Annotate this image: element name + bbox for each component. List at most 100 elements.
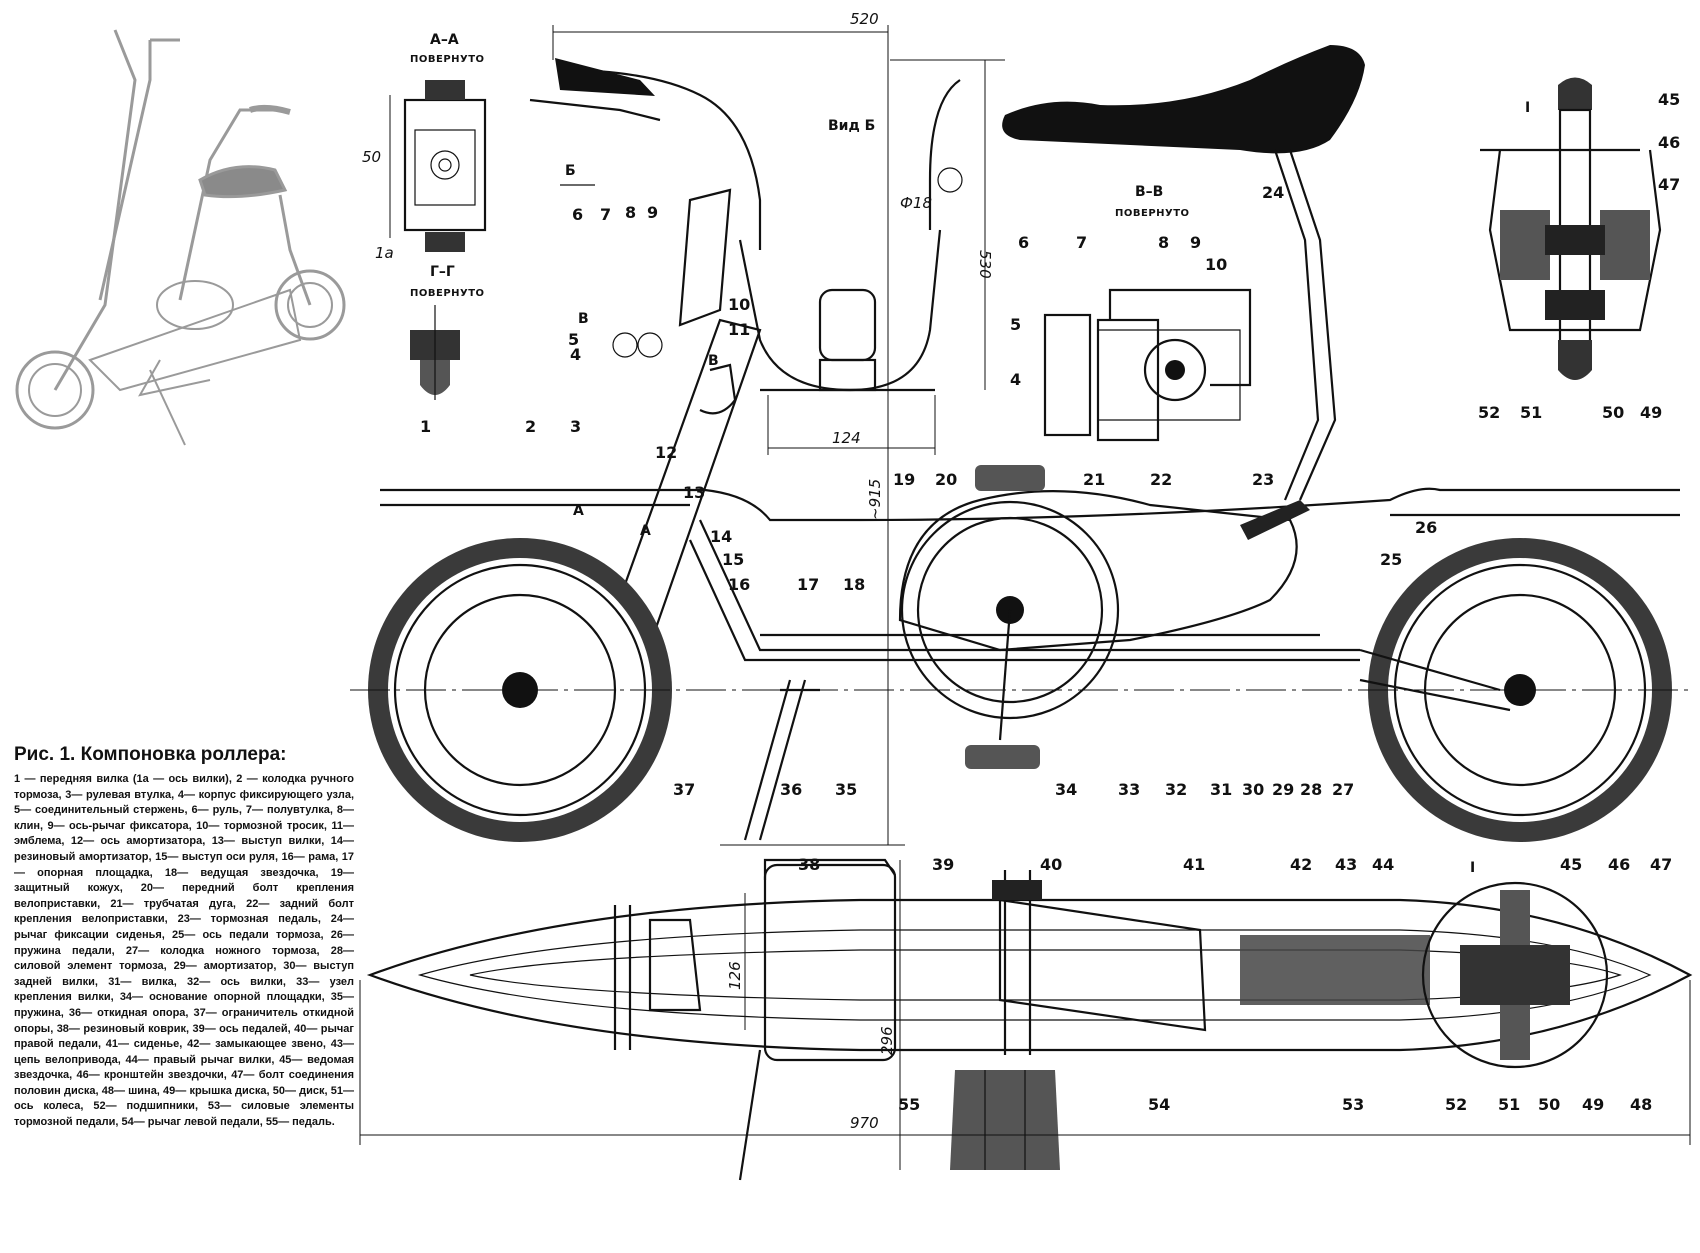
dimension-520: 520 xyxy=(552,10,889,60)
callout-50: 50 xyxy=(1538,1095,1560,1114)
callout-38: 38 xyxy=(798,855,820,874)
callout-13: 13 xyxy=(683,483,705,502)
section-aa-subtitle: ПОВЕРНУТО xyxy=(410,54,485,65)
callout-8: 8 xyxy=(625,203,636,222)
callout-6: 6 xyxy=(572,205,583,224)
callout-numbers: 1 2 3 4 5 6 7 8 9 10 11 12 13 14 15 16 1… xyxy=(420,183,1672,1114)
callout-22: 22 xyxy=(1150,470,1172,489)
callout-11: 11 xyxy=(728,320,750,339)
dim-970-label: 970 xyxy=(850,1114,879,1132)
dim-phi18-label: Ф18 xyxy=(900,194,932,212)
callout-31: 31 xyxy=(1210,780,1232,799)
detail-callout-47: 47 xyxy=(1658,175,1680,194)
callout-28: 28 xyxy=(1300,780,1322,799)
dim-124-label: 124 xyxy=(832,429,861,447)
callout-33: 33 xyxy=(1118,780,1140,799)
callout-9: 9 xyxy=(647,203,658,222)
cut-a-right: А xyxy=(640,523,651,539)
callout-5: 5 xyxy=(568,330,579,349)
callout-42: 42 xyxy=(1290,855,1312,874)
callout-12: 12 xyxy=(655,443,677,462)
callout-17: 17 xyxy=(797,575,819,594)
callout-14: 14 xyxy=(710,527,732,546)
vv-callout-9: 9 xyxy=(1190,233,1201,252)
detail-i-plan-label: I xyxy=(1470,860,1475,876)
callout-32: 32 xyxy=(1165,780,1187,799)
vv-callout-7: 7 xyxy=(1076,233,1087,252)
callout-36: 36 xyxy=(780,780,802,799)
dim-126-label: 126 xyxy=(726,961,744,990)
callout-21: 21 xyxy=(1083,470,1105,489)
callout-27: 27 xyxy=(1332,780,1354,799)
dim-296-label: 296 xyxy=(878,1026,896,1055)
callout-35: 35 xyxy=(835,780,857,799)
side-view: ~915 xyxy=(350,60,1690,846)
callout-44: 44 xyxy=(1372,855,1394,874)
detail-i-hub: I 45 46 47 52 51 50 49 xyxy=(1478,77,1680,422)
dim-520-label: 520 xyxy=(850,10,879,28)
callout-52: 52 xyxy=(1445,1095,1467,1114)
callout-46: 46 xyxy=(1608,855,1630,874)
detail-callout-46: 46 xyxy=(1658,133,1680,152)
dim-50-label: 50 xyxy=(362,148,381,166)
callout-7: 7 xyxy=(600,205,611,224)
callout-23: 23 xyxy=(1252,470,1274,489)
callout-30: 30 xyxy=(1242,780,1264,799)
callout-4: 4 xyxy=(570,345,581,364)
callout-53: 53 xyxy=(1342,1095,1364,1114)
vv-callout-10: 10 xyxy=(1205,255,1227,274)
section-vv-subtitle: ПОВЕРНУТО xyxy=(1115,208,1190,219)
callout-41: 41 xyxy=(1183,855,1205,874)
callout-16: 16 xyxy=(728,575,750,594)
section-v-v: В–В ПОВЕРНУТО 6 7 8 9 10 5 4 xyxy=(1010,184,1252,442)
callout-19: 19 xyxy=(893,470,915,489)
vv-callout-6: 6 xyxy=(1018,233,1029,252)
callout-18: 18 xyxy=(843,575,865,594)
plan-view: 126 296 970 I xyxy=(359,858,1693,1181)
section-gg-subtitle: ПОВЕРНУТО xyxy=(410,288,485,299)
callout-34: 34 xyxy=(1055,780,1077,799)
detail-callout-52: 52 xyxy=(1478,403,1500,422)
callout-24: 24 xyxy=(1262,183,1284,202)
callout-26: 26 xyxy=(1415,518,1437,537)
dim-915-label: ~915 xyxy=(866,479,884,520)
callout-10: 10 xyxy=(728,295,750,314)
callout-37: 37 xyxy=(673,780,695,799)
callout-43: 43 xyxy=(1335,855,1357,874)
view-b-arrow-label: Б xyxy=(565,163,576,179)
callout-29: 29 xyxy=(1272,780,1294,799)
callout-54: 54 xyxy=(1148,1095,1170,1114)
callout-49: 49 xyxy=(1582,1095,1604,1114)
callout-55: 55 xyxy=(898,1095,920,1114)
section-gg-title: Г–Г xyxy=(430,264,455,280)
dim-530-label: 530 xyxy=(976,250,994,279)
callout-1: 1 xyxy=(420,417,431,436)
callout-20: 20 xyxy=(935,470,957,489)
section-markers: Б В В А А xyxy=(560,163,719,539)
figure-caption: Рис. 1. Компоновка роллера: 1 — передняя… xyxy=(14,744,354,1131)
callout-39: 39 xyxy=(932,855,954,874)
callout-15: 15 xyxy=(722,550,744,569)
callout-48: 48 xyxy=(1630,1095,1652,1114)
detail-callout-45: 45 xyxy=(1658,90,1680,109)
section-aa-title: А–А xyxy=(430,32,459,48)
caption-legend: 1 — передняя вилка (1а — ось вилки), 2 —… xyxy=(14,773,354,1129)
detail-callout-49: 49 xyxy=(1640,403,1662,422)
handlebar: Вид Б Ф18 530 124 xyxy=(529,58,1005,455)
detail-callout-51: 51 xyxy=(1520,403,1542,422)
caption-title: Рис. 1. Компоновка роллера: xyxy=(14,744,287,765)
dim-1a-label: 1а xyxy=(375,244,394,262)
cut-v-left: В xyxy=(578,311,589,327)
callout-45: 45 xyxy=(1560,855,1582,874)
cut-a-left: А xyxy=(573,503,584,519)
detail-callout-50: 50 xyxy=(1602,403,1624,422)
callout-25: 25 xyxy=(1380,550,1402,569)
section-g-g: Г–Г ПОВЕРНУТО xyxy=(410,264,485,400)
section-a-a: А–А ПОВЕРНУТО 50 1а xyxy=(362,32,487,262)
perspective-sketch xyxy=(15,29,346,446)
seat xyxy=(1002,45,1365,501)
callout-47: 47 xyxy=(1650,855,1672,874)
cut-v-right: В xyxy=(708,353,719,369)
section-vv-title: В–В xyxy=(1135,184,1163,200)
